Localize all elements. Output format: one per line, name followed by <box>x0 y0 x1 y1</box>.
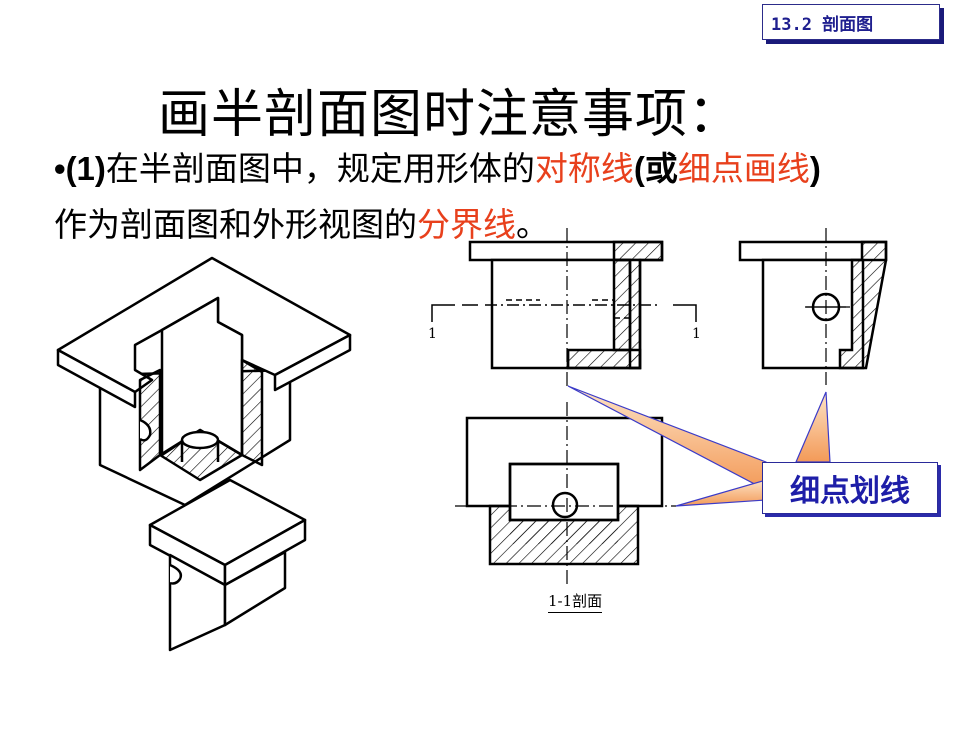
side-view <box>738 240 888 370</box>
callout-dash-dot-line: 细点划线 <box>762 462 938 514</box>
body-text-2: (或 <box>633 150 678 187</box>
highlight-symmetry-line: 对称线 <box>534 149 634 188</box>
center-lines <box>566 228 850 586</box>
bullet: • <box>54 150 66 187</box>
body-text-1: 在半剖面图中，规定用形体的 <box>105 149 535 188</box>
isometric-view-lower <box>148 478 307 652</box>
front-view <box>468 240 664 370</box>
page-title: 画半剖面图时注意事项： <box>158 85 742 145</box>
section-view-label: 1-1剖面 <box>548 590 603 613</box>
highlight-boundary-line: 分界线 <box>417 205 516 244</box>
item-number: (1) <box>65 150 106 187</box>
highlight-dash-dot-line: 细点画线 <box>677 149 810 188</box>
section-tag: 13.2 剖面图 <box>762 4 940 40</box>
body-line-2: 作为剖面图和外形视图的分界线。 <box>54 198 549 246</box>
body-text-5: 。 <box>516 205 549 244</box>
isometric-view-upper <box>56 256 352 507</box>
cut-plane-marks <box>431 304 697 322</box>
cut-mark-left: 1 <box>428 326 437 342</box>
top-view-section <box>455 416 676 566</box>
body-text-3: ) <box>809 150 821 187</box>
cut-mark-right: 1 <box>692 326 701 342</box>
body-line-1: •(1)在半剖面图中，规定用形体的对称线(或细点画线) <box>54 142 821 190</box>
body-text-4: 作为剖面图和外形视图的 <box>54 205 417 244</box>
